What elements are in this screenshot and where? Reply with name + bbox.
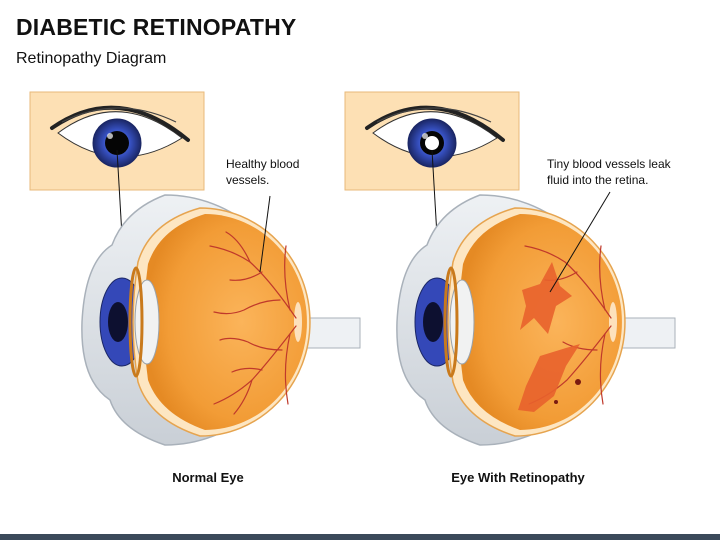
normal-eye-cross-section: [81, 194, 361, 446]
retinopathy-leak-patches: [518, 262, 581, 412]
bottom-bar: [0, 534, 720, 540]
retinopathy-callout-line: [549, 191, 611, 293]
normal-callout: Healthy blood vessels.: [226, 156, 299, 188]
retinopathy-callout-line2: fluid into the retina.: [547, 173, 649, 187]
normal-callout-line: [259, 195, 271, 273]
normal-eye-panel: [29, 91, 361, 446]
normal-callout-line1: Healthy blood: [226, 157, 300, 171]
normal-eye-caption: Normal Eye: [172, 470, 244, 485]
retinopathy-callout-line1: Tiny blood vessels leak: [547, 157, 671, 171]
retinopathy-eye-caption: Eye With Retinopathy: [451, 470, 585, 485]
retinopathy-external-eye: [344, 91, 520, 191]
normal-external-eye: [29, 91, 205, 191]
retinopathy-callout: Tiny blood vessels leak fluid into the r…: [547, 156, 671, 188]
page-subtitle: Retinopathy Diagram: [16, 50, 167, 67]
retinopathy-eye-panel: [344, 91, 676, 446]
normal-blood-vessels: [209, 231, 297, 415]
page-title: DIABETIC RETINOPATHY: [16, 14, 297, 40]
normal-callout-line2: vessels.: [226, 173, 270, 187]
